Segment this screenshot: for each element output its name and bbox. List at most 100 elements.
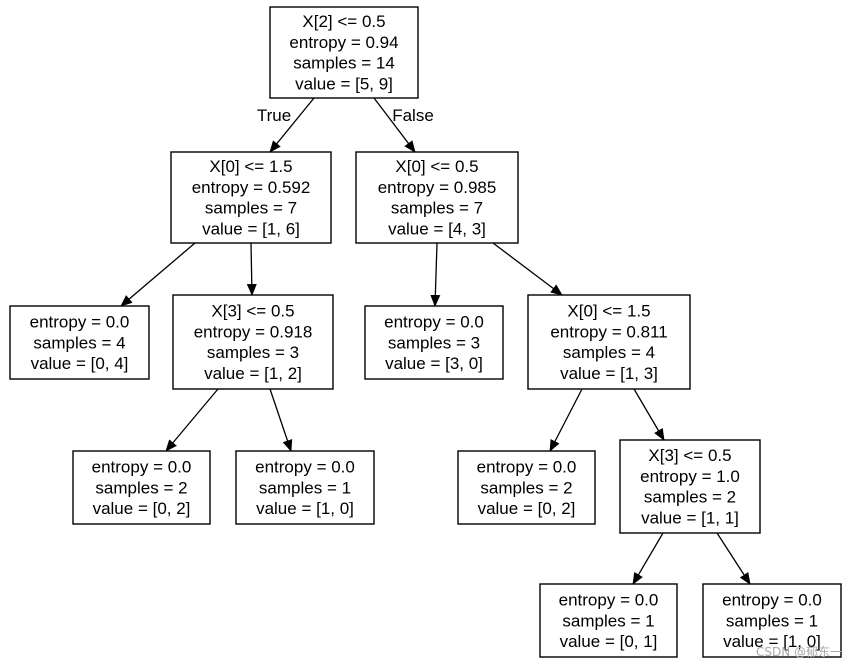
node-line: entropy = 0.918 (194, 322, 313, 341)
node-line: samples = 1 (562, 611, 654, 630)
node-line: value = [1, 1] (641, 508, 739, 527)
node-box (355, 151, 519, 244)
edge-arrow (269, 388, 293, 452)
edge-n6-n9 (549, 388, 583, 452)
edge-arrow (430, 242, 441, 307)
node-line: entropy = 0.985 (378, 178, 497, 197)
edge-n1-n3 (120, 242, 196, 307)
tree-node-n10: X[3] <= 0.5 entropy = 1.0 samples = 2value… (619, 439, 761, 534)
edge-n4-n8 (269, 388, 293, 452)
node-line: value = [1, 2] (204, 364, 302, 383)
node-line: samples = 7 (205, 199, 297, 218)
node-line: entropy = 0.0 (255, 458, 355, 477)
node-line: entropy = 0.811 (550, 322, 667, 341)
node-line: samples = 7 (391, 199, 483, 218)
edge-arrow (633, 388, 665, 441)
tree-node-n1: X[0] <= 1.5 entropy = 0.592 samples = 7val… (170, 151, 332, 244)
node-line: value = [1, 6] (202, 219, 300, 238)
edge-arrow (492, 242, 563, 296)
node-line: entropy = 0.0 (384, 313, 484, 332)
node-line: value = [1, 3] (560, 364, 658, 383)
edge-n0-n1: True (257, 97, 315, 153)
tree-node-n0: X[2] <= 0.5 entropy = 0.94 samples = 14val… (269, 6, 419, 99)
edge-arrow (632, 532, 664, 585)
node-line: samples = 2 (644, 488, 736, 507)
node-line: entropy = 0.0 (559, 591, 659, 610)
node-box (235, 450, 375, 525)
node-box (457, 450, 596, 525)
edge-arrow (165, 388, 219, 452)
edge-n1-n4 (246, 242, 257, 296)
tree-node-n2: X[0] <= 0.5 entropy = 0.985 samples = 7val… (355, 151, 519, 244)
node-line: X[0] <= 1.5 (567, 302, 650, 321)
edge-arrow (373, 97, 416, 153)
node-line: value = [1, 0] (723, 632, 821, 651)
edge-arrow (716, 532, 751, 585)
node-line: entropy = 0.0 (722, 591, 822, 610)
node-line: entropy = 0.0 (30, 313, 130, 332)
node-line: samples = 1 (726, 611, 818, 630)
node-line: X[3] <= 0.5 (211, 302, 294, 321)
node-line: value = [3, 0] (385, 354, 483, 373)
edge-n4-n7 (165, 388, 219, 452)
edge-n0-n2: False (373, 97, 434, 153)
edge-label-false: False (392, 106, 434, 125)
node-line: value = [4, 3] (388, 219, 486, 238)
node-line: X[3] <= 0.5 (648, 446, 731, 465)
node-box (539, 583, 678, 658)
node-line: samples = 1 (259, 478, 351, 497)
node-box (172, 294, 334, 390)
node-line: X[2] <= 0.5 (302, 12, 385, 31)
node-box (170, 151, 332, 244)
node-line: samples = 3 (388, 333, 480, 352)
node-line: entropy = 0.592 (192, 178, 311, 197)
node-line: X[0] <= 1.5 (209, 157, 292, 176)
node-line: entropy = 0.0 (477, 458, 577, 477)
edge-n10-n11 (632, 532, 664, 585)
node-line: samples = 2 (95, 478, 187, 497)
node-line: X[0] <= 0.5 (395, 157, 478, 176)
node-line: value = [0, 4] (31, 354, 129, 373)
edge-n10-n12 (716, 532, 751, 585)
node-box (269, 6, 419, 99)
node-line: samples = 14 (293, 54, 395, 73)
node-box (619, 439, 761, 534)
edge-arrow (246, 242, 257, 296)
edge-n2-n6 (492, 242, 563, 296)
edge-n2-n5 (430, 242, 441, 307)
node-line: value = [5, 9] (295, 74, 393, 93)
tree-edges: True False (120, 97, 751, 585)
node-box (702, 583, 842, 658)
node-line: entropy = 0.0 (92, 458, 192, 477)
node-line: samples = 2 (480, 478, 572, 497)
edge-arrow (120, 242, 196, 307)
node-line: samples = 4 (563, 343, 655, 362)
edge-label-true: True (257, 106, 291, 125)
edge-arrow (269, 97, 315, 153)
edge-arrow (549, 388, 583, 452)
node-line: value = [1, 0] (256, 499, 354, 518)
node-box (364, 305, 504, 380)
node-box (527, 294, 691, 390)
node-line: entropy = 1.0 (640, 467, 740, 486)
node-line: samples = 3 (207, 343, 299, 362)
node-box (9, 305, 150, 380)
watermark-text: CSDN @郁东一 (756, 644, 842, 659)
node-line: entropy = 0.94 (289, 33, 398, 52)
node-box (72, 450, 211, 525)
node-line: value = [0, 2] (478, 499, 576, 518)
node-line: value = [0, 2] (93, 499, 191, 518)
node-line: value = [0, 1] (560, 632, 658, 651)
node-line: samples = 4 (33, 333, 125, 352)
